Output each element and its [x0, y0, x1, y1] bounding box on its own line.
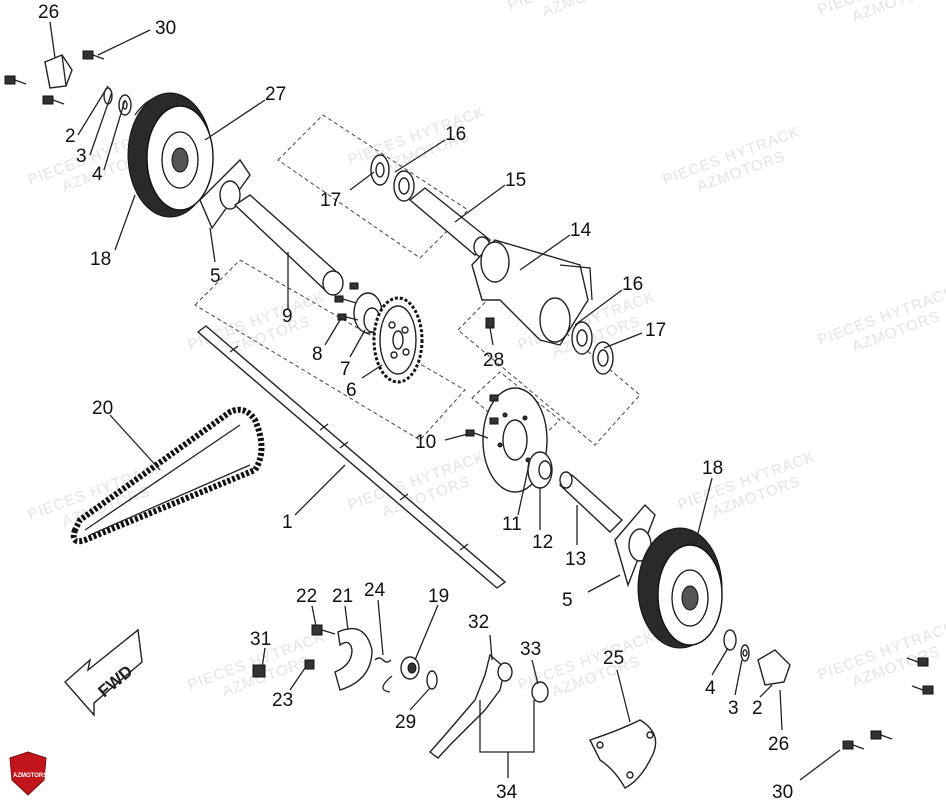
- callout-label: 5: [210, 266, 221, 287]
- callout-label: 29: [395, 712, 416, 733]
- watermark-text: AZMOTORS: [540, 0, 633, 20]
- callout-label: 34: [496, 782, 518, 800]
- bolt: [465, 394, 499, 439]
- group-outline-disc: [471, 371, 561, 449]
- callout-label: 18: [90, 249, 111, 270]
- callout-label: 12: [532, 532, 553, 553]
- callout-label: 1: [282, 512, 293, 533]
- brake-spring: [374, 657, 392, 663]
- brake-arm: [428, 653, 513, 759]
- o-ring: [426, 670, 438, 690]
- callout-label: 5: [562, 590, 573, 611]
- spacer-tube: [408, 187, 492, 258]
- callout-label: 3: [728, 698, 739, 719]
- leader-lines: [49, 21, 841, 781]
- drive-chain: [70, 406, 265, 545]
- callout-label: 3: [76, 146, 87, 167]
- group-outline-upper: [277, 114, 469, 259]
- bolt: [334, 282, 359, 321]
- group-outline-shaft: [194, 259, 466, 441]
- callout-label: 21: [332, 586, 353, 607]
- callout-label: 16: [622, 274, 643, 295]
- callout-label: 16: [445, 124, 466, 145]
- forward-arrow-icon: FWD: [64, 628, 143, 717]
- callout-label: 26: [768, 734, 789, 755]
- azmotors-logo: AZMOTORS: [9, 751, 47, 796]
- hub-cap-left: [44, 54, 73, 89]
- callout-labels: 26 30 27 2 3 4 18 5 9 8 7 6 16 17 15 14 …: [38, 2, 793, 800]
- callout-label: 17: [320, 190, 341, 211]
- bearing-lower: [571, 321, 614, 375]
- hub-flange-left: [199, 158, 251, 230]
- callout-label: 19: [428, 586, 449, 607]
- c-clip: [382, 675, 393, 693]
- callout-label: 15: [505, 170, 526, 191]
- callout-label: 27: [265, 84, 286, 105]
- callout-label: 14: [570, 220, 592, 241]
- callout-label: 28: [483, 350, 504, 371]
- callout-label: 4: [92, 164, 103, 185]
- callout-label: 30: [772, 782, 793, 800]
- callout-label: 9: [282, 306, 293, 327]
- lug-nut-right: [842, 657, 934, 750]
- callout-label: 23: [272, 690, 293, 711]
- callout-label: 33: [520, 639, 541, 660]
- callout-label: 13: [565, 549, 586, 570]
- axle-sleeve: [233, 194, 344, 296]
- main-axle: [196, 325, 507, 589]
- callout-label: 18: [702, 458, 723, 479]
- callout-label: 11: [502, 514, 522, 535]
- callout-label: 30: [155, 18, 176, 39]
- callout-label: 24: [364, 580, 386, 601]
- small-bolt: [304, 659, 315, 670]
- grease-nipple: [485, 317, 495, 329]
- callout-label: 2: [65, 126, 76, 147]
- bearing-upper: [370, 154, 415, 202]
- callout-label: 8: [312, 344, 323, 365]
- callout-label: 4: [705, 678, 716, 699]
- wheel-left: [127, 92, 214, 218]
- callout-label: 22: [296, 586, 317, 607]
- brake-caliper: [334, 627, 373, 691]
- lug-nut-left: [4, 50, 105, 105]
- axle-spacer: [558, 471, 624, 533]
- callout-label: 7: [340, 359, 351, 380]
- nut: [252, 664, 266, 678]
- bushing: [531, 681, 549, 703]
- callout-label: 31: [250, 629, 271, 650]
- brake-plate: [589, 719, 657, 789]
- callout-label: 20: [92, 398, 113, 419]
- callout-label: 26: [38, 2, 59, 23]
- brake-piston: [400, 656, 420, 680]
- callout-label: 10: [415, 432, 436, 453]
- caliper-bolt: [311, 624, 336, 636]
- sprocket: [372, 296, 424, 384]
- callout-label: 6: [346, 380, 357, 401]
- callout-label: 17: [645, 320, 666, 341]
- washer-right: [723, 629, 750, 662]
- bearing-housing: [471, 239, 593, 346]
- logo-text: AZMOTORS: [13, 773, 47, 779]
- watermark-text: AZMOTORS: [850, 0, 943, 25]
- hub-cap-right: [757, 649, 791, 686]
- washer-left: [103, 87, 132, 116]
- callout-label: 2: [752, 698, 763, 719]
- callout-label: 32: [468, 612, 489, 633]
- callout-label: 25: [603, 648, 624, 669]
- brake-hub: [527, 451, 553, 489]
- wheel-right: [637, 527, 723, 649]
